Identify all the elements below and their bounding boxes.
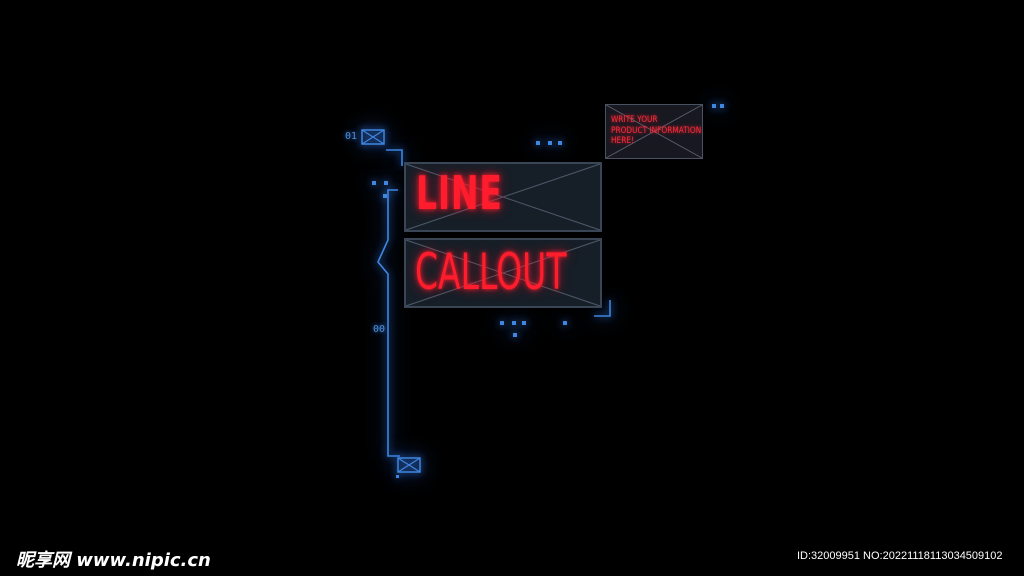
marker-label-middle: 00: [373, 324, 386, 335]
callout-title-line: LINE: [416, 166, 503, 220]
placeholder-cross: [406, 240, 600, 306]
info-line-1: WRITE YOUR: [611, 115, 658, 125]
callout-box-line: LINE: [404, 162, 602, 232]
product-info-box: WRITE YOUR PRODUCT INFORMATION HERE!: [605, 104, 703, 159]
info-line-2: PRODUCT INFORMATION: [611, 125, 702, 136]
placeholder-cross: [606, 105, 702, 158]
callout-title-callout: CALLOUT: [415, 243, 567, 301]
info-line-3: HERE!: [611, 136, 634, 146]
envelope-icon: [361, 129, 385, 145]
watermark-id: ID:32009951 NO:20221118113034509102: [797, 550, 1003, 562]
callout-box-callout: CALLOUT: [404, 238, 602, 308]
watermark-brand: 昵享网 www.nipic.cn: [16, 550, 211, 571]
product-info-text: WRITE YOUR PRODUCT INFORMATION HERE!: [611, 115, 701, 147]
marker-label-top: 01: [345, 131, 358, 142]
placeholder-cross: [406, 164, 600, 230]
envelope-icon: [397, 457, 421, 473]
